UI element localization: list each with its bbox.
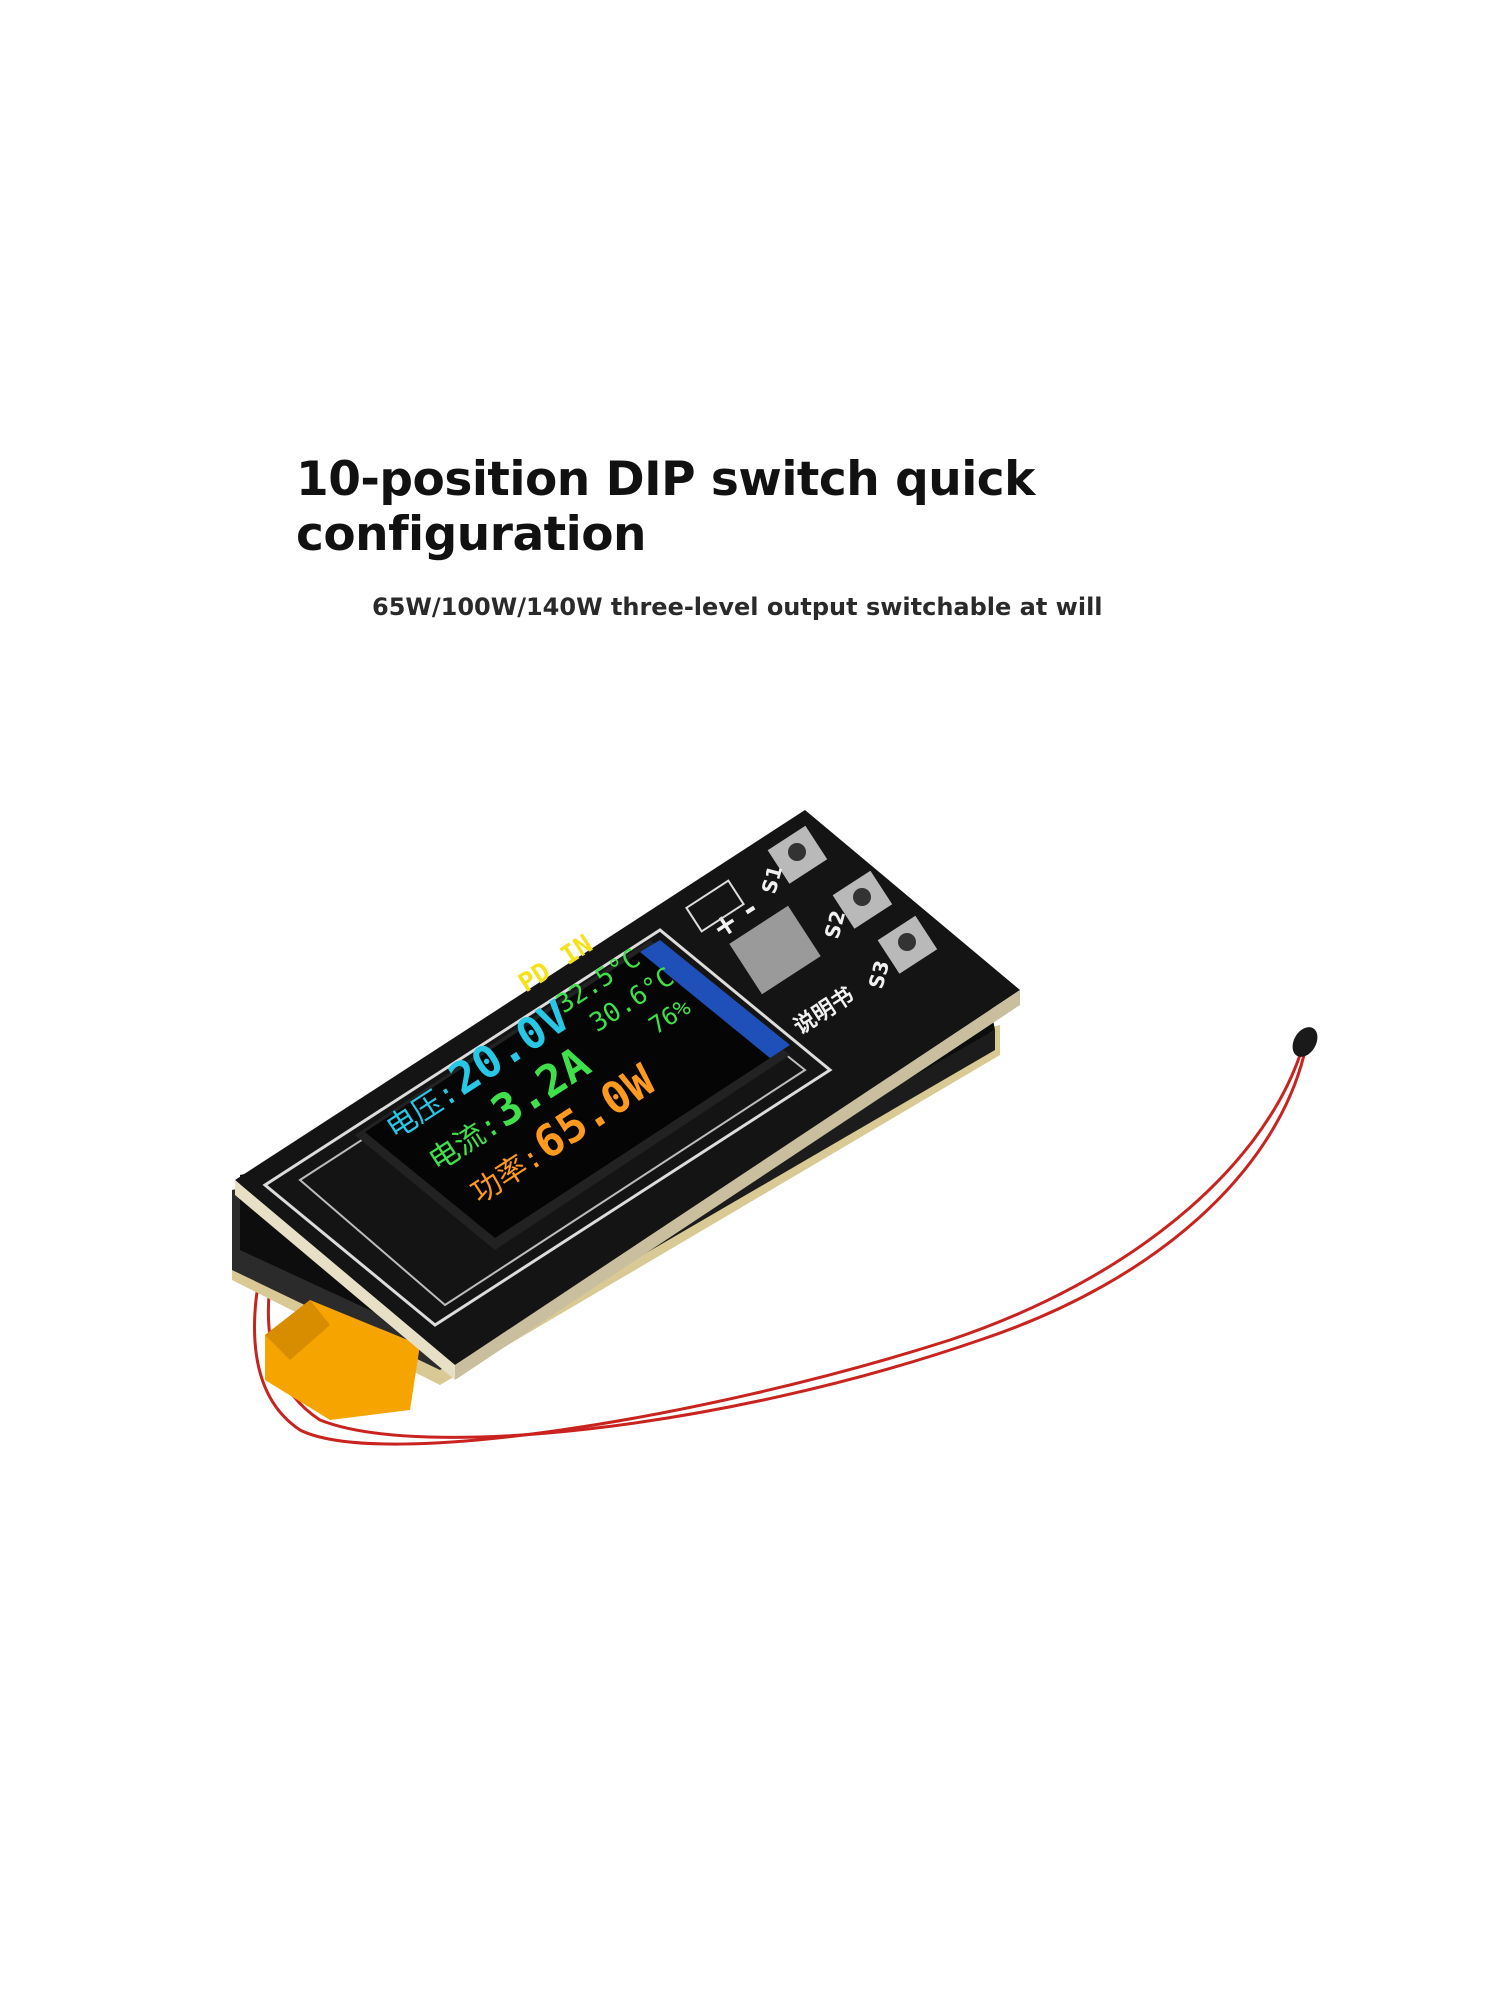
product-photo: 电压: 20.0V 电流: 3.2A 功率: 65.0W PD IN 32.5°…	[232, 810, 1318, 1446]
headline: 10-position DIP switch quick configurati…	[296, 452, 1035, 562]
subheadline: 65W/100W/140W three-level output switcha…	[372, 593, 1103, 621]
thermistor-bead	[1292, 1027, 1318, 1057]
qr-code	[729, 905, 821, 995]
button-s3: S3	[864, 915, 938, 991]
display: 电压: 20.0V 电流: 3.2A 功率: 65.0W PD IN 32.5°…	[355, 929, 790, 1250]
button-s1: S1	[757, 825, 828, 896]
connector	[265, 1300, 420, 1420]
control-area: 说明书 + - S1 S2 S3	[685, 825, 938, 1040]
